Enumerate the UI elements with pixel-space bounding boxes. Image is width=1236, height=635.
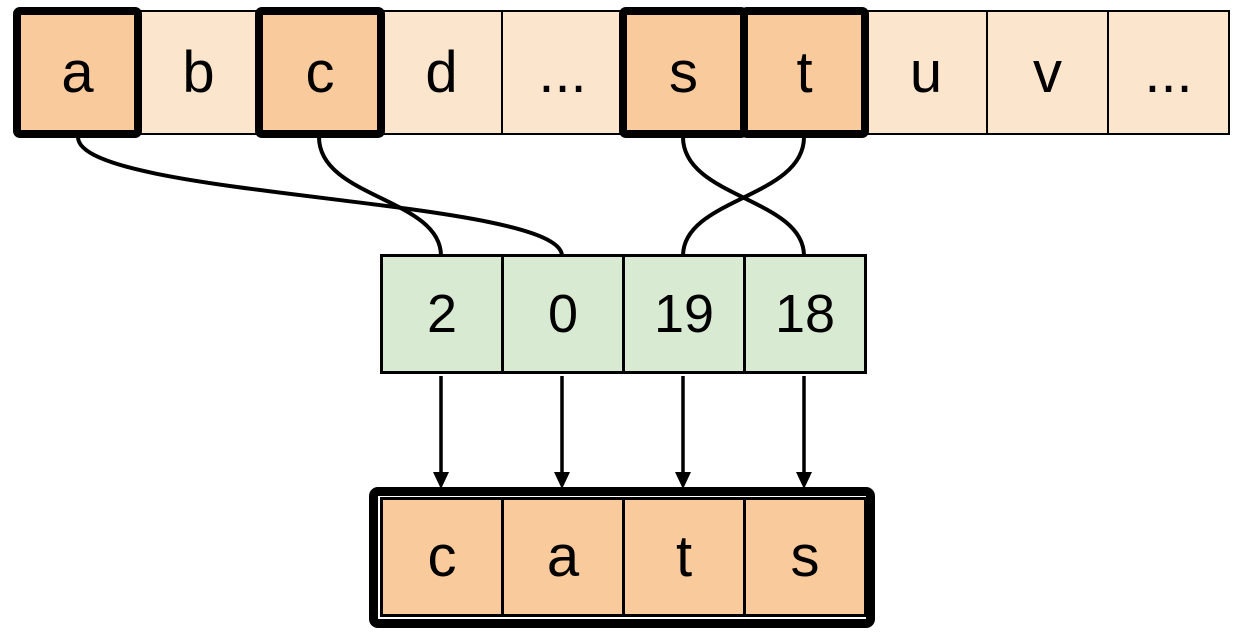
connector-a-to-0 xyxy=(76,136,564,257)
word-array-frame xyxy=(369,487,875,628)
alphabet-cell-ellipsis-1: ... xyxy=(501,10,624,135)
index-cell-0: 0 xyxy=(501,254,625,374)
alphabet-cell-s: s xyxy=(619,7,748,138)
alphabet-cell-v: v xyxy=(986,10,1109,135)
index-cell-2: 2 xyxy=(380,254,504,374)
alphabet-cell-d: d xyxy=(380,10,503,135)
alphabet-cell-c: c xyxy=(255,7,385,138)
connector-s-to-18 xyxy=(681,136,806,257)
alphabet-cell-a: a xyxy=(13,7,142,138)
alphabet-cell-b: b xyxy=(137,10,260,135)
alphabet-cell-t: t xyxy=(740,7,869,138)
word-cell-a: a xyxy=(501,497,625,617)
alphabet-cell-u: u xyxy=(864,10,988,135)
alphabet-cell-ellipsis-2: ... xyxy=(1107,10,1230,135)
connector-t-to-19 xyxy=(681,136,806,257)
word-cell-c: c xyxy=(380,497,504,617)
word-cell-s: s xyxy=(743,497,867,617)
index-cell-19: 19 xyxy=(622,254,746,374)
index-cell-18: 18 xyxy=(743,254,867,374)
connector-c-to-2 xyxy=(317,136,443,257)
